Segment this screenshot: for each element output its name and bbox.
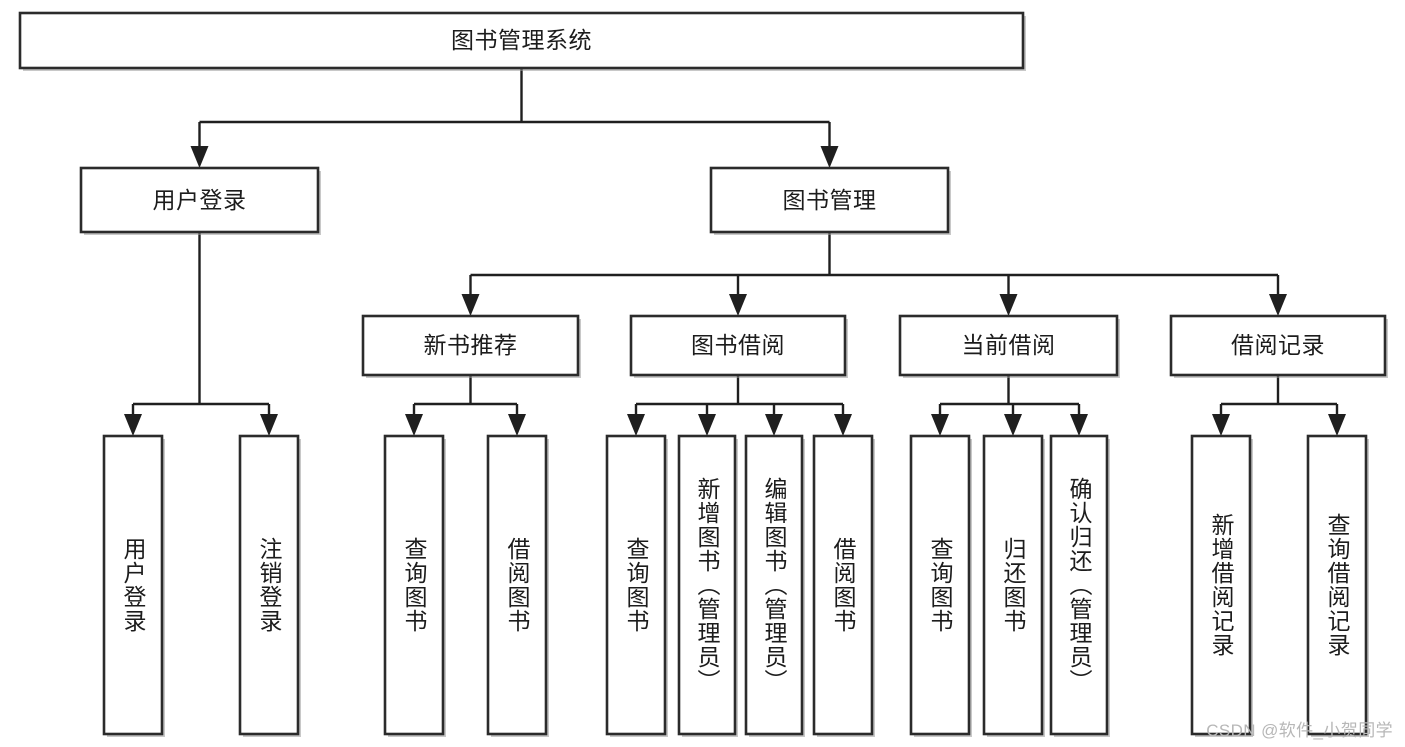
- arrow-head-icon: [461, 294, 480, 316]
- arrow-head-icon: [1070, 414, 1088, 436]
- node-leaf-query-book-3[interactable]: [911, 436, 969, 734]
- node-leaf-borrow-book-1[interactable]: [488, 436, 546, 734]
- watermark-text: CSDN @软件_小贺同学: [1206, 721, 1393, 740]
- node-leaf-query-record[interactable]: [1308, 436, 1366, 734]
- node-box-user-login[interactable]: [79, 166, 320, 234]
- arrow-head-icon: [405, 414, 423, 436]
- node-current-borrow[interactable]: [900, 316, 1117, 375]
- arrow-head-icon: [834, 414, 852, 436]
- node-box-leaf-query-record[interactable]: [1306, 434, 1368, 736]
- node-leaf-add-book[interactable]: [679, 436, 735, 734]
- node-leaf-borrow-book-2[interactable]: [814, 436, 872, 734]
- arrow-head-icon: [931, 414, 949, 436]
- node-box-leaf-add-book[interactable]: [677, 434, 737, 736]
- node-new-book-recommend[interactable]: [363, 316, 578, 375]
- node-box-root[interactable]: [18, 11, 1025, 70]
- node-box-leaf-query-book-1[interactable]: [383, 434, 445, 736]
- node-box-book-manage[interactable]: [709, 166, 950, 234]
- node-leaf-query-book-2[interactable]: [607, 436, 665, 734]
- arrow-head-icon: [124, 414, 142, 436]
- node-leaf-edit-book[interactable]: [746, 436, 802, 734]
- node-box-leaf-borrow-book-2[interactable]: [812, 434, 874, 736]
- arrow-head-icon: [765, 414, 783, 436]
- node-borrow-record[interactable]: [1171, 316, 1385, 375]
- node-box-leaf-return-book[interactable]: [982, 434, 1044, 736]
- node-root[interactable]: [20, 13, 1023, 68]
- arrow-head-icon: [508, 414, 526, 436]
- node-box-leaf-logout[interactable]: [238, 434, 300, 736]
- node-box-leaf-query-book-3[interactable]: [909, 434, 971, 736]
- node-leaf-logout[interactable]: [240, 436, 298, 734]
- node-box-borrow-record[interactable]: [1169, 314, 1387, 377]
- arrow-head-icon: [627, 414, 645, 436]
- arrow-head-icon: [1328, 414, 1346, 436]
- node-box-book-borrow[interactable]: [629, 314, 847, 377]
- node-leaf-confirm-return[interactable]: [1051, 436, 1107, 734]
- arrow-head-icon: [698, 414, 716, 436]
- node-book-borrow[interactable]: [631, 316, 845, 375]
- arrow-head-icon: [1212, 414, 1230, 436]
- node-box-current-borrow[interactable]: [898, 314, 1119, 377]
- node-user-login[interactable]: [81, 168, 318, 232]
- node-leaf-return-book[interactable]: [984, 436, 1042, 734]
- arrow-head-icon: [260, 414, 278, 436]
- node-leaf-add-record[interactable]: [1192, 436, 1250, 734]
- node-leaf-user-login[interactable]: [104, 436, 162, 734]
- arrow-head-icon: [820, 146, 839, 168]
- node-box-leaf-user-login[interactable]: [102, 434, 164, 736]
- boxes-layer: [18, 11, 1388, 737]
- node-box-new-book-recommend[interactable]: [361, 314, 580, 377]
- arrow-head-icon: [1269, 294, 1287, 316]
- arrow-head-icon: [1004, 414, 1022, 436]
- node-box-leaf-edit-book[interactable]: [744, 434, 804, 736]
- node-box-leaf-confirm-return[interactable]: [1049, 434, 1109, 736]
- arrow-head-icon: [729, 294, 747, 316]
- node-box-leaf-add-record[interactable]: [1190, 434, 1252, 736]
- node-box-leaf-query-book-2[interactable]: [605, 434, 667, 736]
- arrow-head-icon: [190, 146, 209, 168]
- arrow-head-icon: [999, 294, 1018, 316]
- node-book-manage[interactable]: [711, 168, 948, 232]
- connectors-layer: [124, 68, 1346, 436]
- node-leaf-query-book-1[interactable]: [385, 436, 443, 734]
- node-box-leaf-borrow-book-1[interactable]: [486, 434, 548, 736]
